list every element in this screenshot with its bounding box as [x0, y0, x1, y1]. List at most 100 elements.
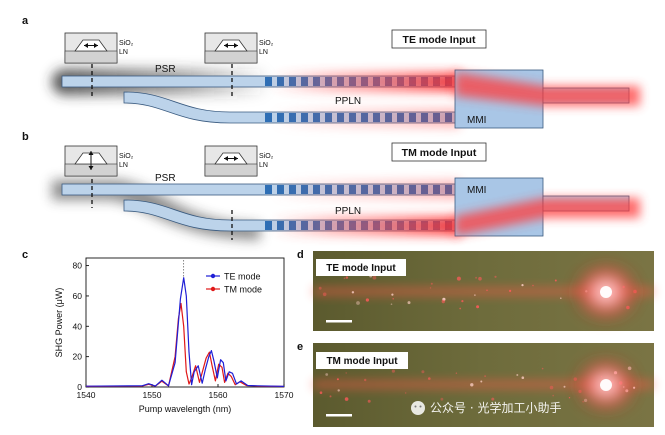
- scattered-light-streak: [313, 380, 654, 389]
- cross-section-inset-tm: [64, 145, 118, 177]
- mode-title-box: [391, 29, 487, 49]
- watermark: 公众号 · 光学加工小助手: [411, 400, 561, 415]
- label-psr: PSR: [155, 64, 176, 75]
- output-beam: [455, 198, 640, 236]
- scatter-speckle: [429, 287, 432, 289]
- watermark-text: 公众号 · 光学加工小助手: [430, 400, 561, 415]
- scatter-speckle: [390, 303, 393, 306]
- panel-b-title: TM mode Input: [402, 147, 477, 159]
- y-tick-label: 60: [73, 291, 83, 301]
- scatter-speckle: [356, 301, 360, 305]
- poling-domain: [265, 77, 272, 86]
- panel-a: a SiO₂ LN: [22, 15, 640, 129]
- scatter-speckle: [345, 372, 347, 374]
- scatter-speckle: [351, 291, 355, 294]
- scatter-speckle: [494, 275, 497, 278]
- scatter-speckle: [318, 286, 322, 290]
- label-psr: PSR: [155, 173, 176, 184]
- x-axis-label: Pump wavelength (nm): [139, 404, 232, 414]
- scatter-speckle: [461, 300, 464, 303]
- scatter-speckle: [509, 289, 512, 292]
- panel-letter-a: a: [22, 15, 29, 27]
- x-tick-label: 1570: [275, 390, 294, 400]
- inset-label-ln: LN: [119, 162, 128, 169]
- cross-section-inset-te: [204, 145, 258, 177]
- scatter-speckle: [325, 373, 329, 376]
- scatter-speckle: [455, 372, 458, 374]
- scatter-speckle: [476, 305, 480, 309]
- panel-letter-b: b: [22, 131, 29, 143]
- panel-letter-e: e: [297, 341, 303, 353]
- panel-b: b SiO₂ LN SiO₂ LN: [22, 131, 640, 240]
- output-beam: [455, 72, 640, 106]
- mode-title-box: [391, 142, 487, 162]
- shg-glow-upper: [270, 72, 460, 92]
- scatter-speckle: [336, 378, 339, 381]
- scatter-speckle: [392, 298, 395, 300]
- scatter-speckle: [521, 284, 524, 287]
- inset-label-ln: LN: [259, 49, 268, 56]
- scatter-speckle: [322, 292, 327, 297]
- scatter-speckle: [343, 277, 346, 280]
- scatter-speckle: [560, 297, 562, 300]
- scatter-speckle: [430, 282, 433, 285]
- scatter-speckle: [364, 378, 367, 382]
- series-line-te-mode: [85, 277, 285, 387]
- legend-label: TM mode: [224, 285, 262, 295]
- inset-label-sio2: SiO₂: [119, 153, 134, 160]
- y-tick-label: 40: [73, 321, 83, 331]
- scatter-speckle: [329, 395, 332, 398]
- scatter-speckle: [441, 299, 445, 304]
- cross-section-inset-te: [64, 32, 118, 64]
- x-tick-label: 1560: [209, 390, 228, 400]
- scatter-speckle: [532, 284, 534, 287]
- scatter-speckle: [440, 397, 444, 401]
- scatter-speckle: [491, 397, 495, 401]
- chart-series: [85, 277, 285, 388]
- y-tick-label: 80: [73, 261, 83, 271]
- scatter-speckle: [319, 391, 323, 395]
- inset-label-ln: LN: [259, 162, 268, 169]
- y-axis-label: SHG Power (μW): [54, 288, 64, 358]
- scatter-speckle: [344, 397, 349, 401]
- scatter-speckle: [391, 293, 394, 296]
- inset-label-sio2: SiO₂: [259, 153, 274, 160]
- panel-e-title: TM mode Input: [326, 356, 398, 367]
- plot-frame: [85, 257, 285, 388]
- scatter-speckle: [407, 301, 411, 305]
- legend-marker: [210, 273, 216, 279]
- scatter-speckle: [516, 374, 519, 376]
- scatter-speckle: [421, 370, 425, 374]
- inset-label-sio2: SiO₂: [119, 40, 134, 47]
- scatter-speckle: [573, 377, 577, 381]
- scatter-speckle: [480, 380, 483, 383]
- scatter-speckle: [563, 385, 566, 388]
- scatter-speckle: [459, 307, 462, 310]
- scatter-speckle: [554, 279, 557, 282]
- y-tick-label: 0: [77, 382, 82, 392]
- panel-d-title: TE mode Input: [326, 263, 396, 274]
- micrograph-title-box: [316, 259, 406, 276]
- scatter-speckle: [552, 394, 554, 397]
- scatter-speckle: [456, 276, 461, 281]
- wechat-icon: [411, 401, 425, 415]
- scatter-speckle: [470, 383, 474, 387]
- panel-letter-c: c: [22, 249, 28, 261]
- shg-glow-upper: [270, 180, 460, 200]
- wechat-icon: [419, 405, 422, 408]
- scatter-speckle: [367, 399, 371, 403]
- label-mmi: MMI: [467, 185, 486, 196]
- scatter-speckle: [475, 276, 478, 279]
- scale-bar: [326, 414, 352, 417]
- label-mmi: MMI: [467, 115, 486, 126]
- scatter-speckle: [365, 298, 369, 302]
- output-spot-core: [600, 379, 612, 391]
- scattered-light-streak: [313, 287, 654, 296]
- inset-label-sio2: SiO₂: [259, 40, 274, 47]
- poling-domain: [265, 113, 272, 122]
- x-tick-label: 1550: [143, 390, 162, 400]
